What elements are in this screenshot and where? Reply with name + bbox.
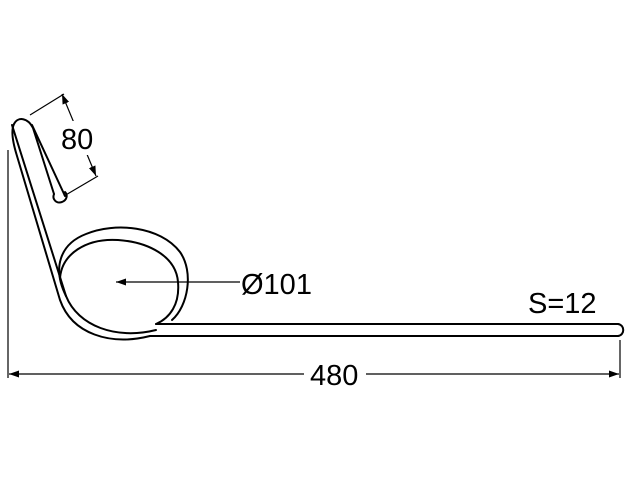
leg-outer-edge <box>11 118 151 341</box>
dimension-total-length <box>7 150 621 378</box>
dimension-total-length-label: 480 <box>310 360 358 392</box>
wire-thickness-label: S=12 <box>528 288 597 320</box>
extension-line <box>63 175 99 197</box>
coil-outer-edge <box>58 226 189 321</box>
coil-inner-edge <box>59 238 180 325</box>
part-outline <box>11 118 625 341</box>
dimension-coil-diameter-label: Ø101 <box>241 269 312 301</box>
leg-inner-edge <box>11 124 67 297</box>
dimension-label-bg <box>304 358 366 390</box>
hook-inner-edge <box>31 124 66 197</box>
coil-bottom-edge <box>65 295 157 335</box>
dimension-hook-length-label: 80 <box>61 124 93 156</box>
extension-line <box>29 93 65 116</box>
tine-end-cap <box>617 323 625 337</box>
dimension-label-bg <box>60 121 98 155</box>
